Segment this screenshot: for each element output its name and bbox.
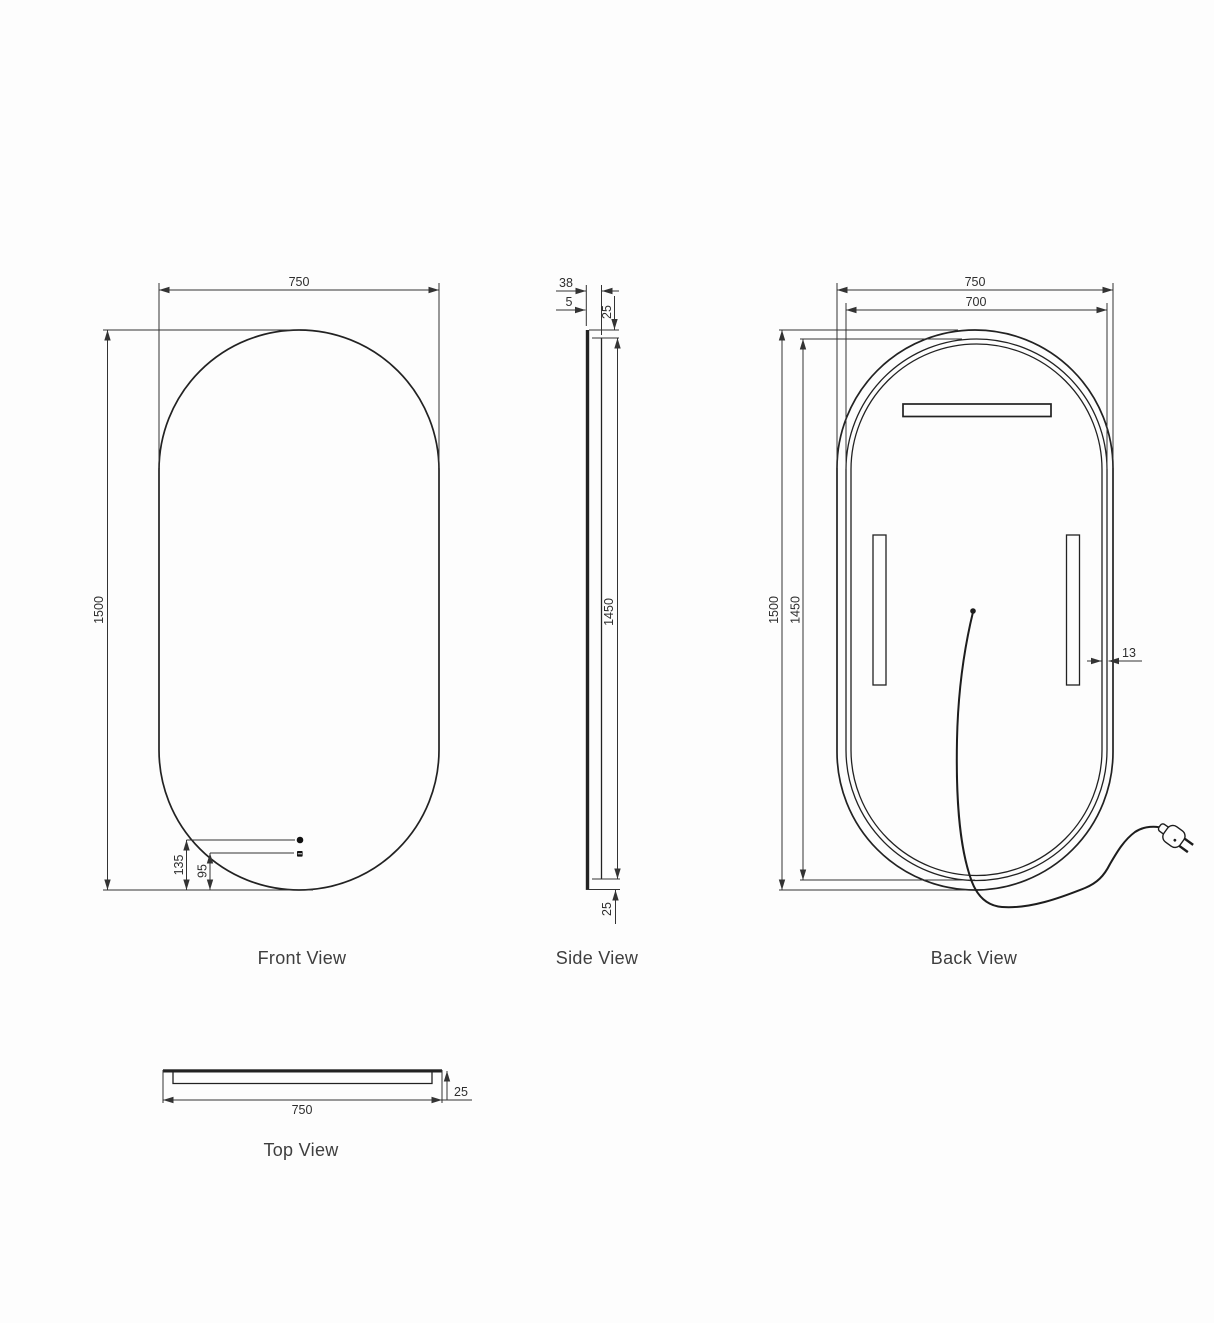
mounting-bracket-left [872,534,887,686]
back-inner-outline [850,343,1103,877]
front-width-dim: 750 [289,275,310,289]
touch-dim1: 135 [172,855,186,876]
power-plug [1157,823,1194,854]
top-view: 750 25 Top View [162,1069,472,1160]
back-middle-outline [845,338,1108,882]
top-back-box [172,1072,433,1085]
side-view-label: Side View [556,948,639,968]
side-panel-height-dim: 1450 [602,598,616,626]
side-bottom-inset-dim: 25 [600,902,614,916]
side-depth-dim: 38 [559,276,573,290]
top-width-dim: 750 [292,1103,313,1117]
back-innerh-dim: 1450 [789,596,803,624]
touch-dim2: 95 [196,864,210,878]
front-view: 750 1500 135 95 Front View [92,275,440,968]
side-glass-dim: 5 [566,295,573,309]
side-top-inset-dim: 25 [600,305,614,319]
top-view-label: Top View [263,1140,339,1160]
mounting-bracket-right [1065,534,1081,686]
back-innerw-dim: 700 [966,295,987,309]
back-outerh-dim: 1500 [767,596,781,624]
front-view-label: Front View [258,948,347,968]
back-view-label: Back View [931,948,1018,968]
defogger-icon [297,851,303,857]
top-glass [163,1069,442,1073]
side-glass [585,330,590,890]
front-mirror-outline [158,329,440,891]
back-outer-outline [836,329,1114,891]
back-outerw-dim: 750 [965,275,986,289]
touch-sensor-dot [296,836,304,844]
front-height-dim: 1500 [92,596,106,624]
cord-end-dot [970,608,976,614]
back-lip-dim: 13 [1122,646,1136,660]
hanging-bracket [902,403,1052,418]
top-depth-dim: 25 [454,1085,468,1099]
back-view: 750 700 1500 1450 13 Back View [767,275,1194,968]
power-cord [955,611,1165,909]
side-view: 38 5 25 1450 25 Side View [556,276,639,968]
